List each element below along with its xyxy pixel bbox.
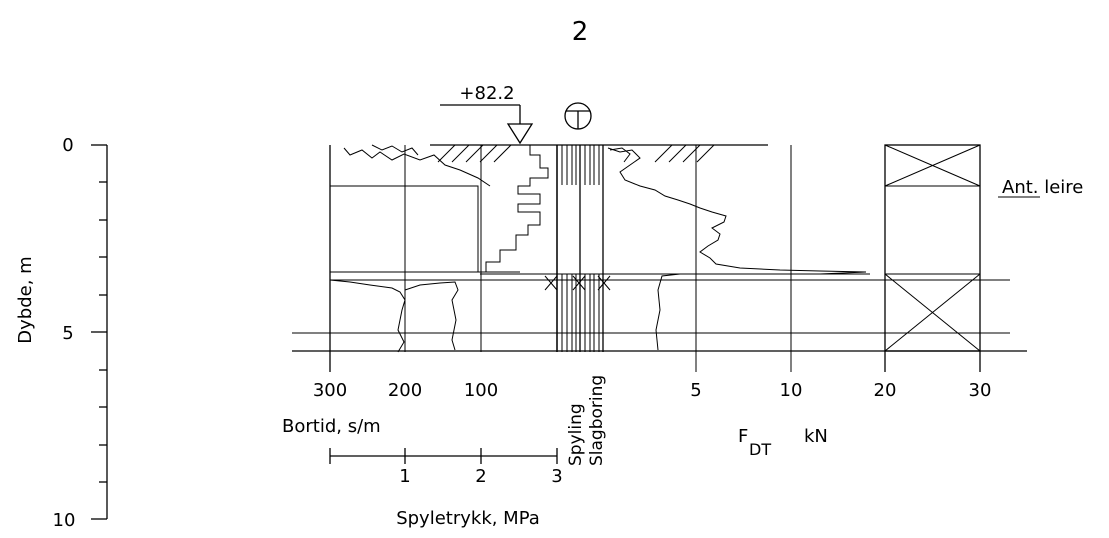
depth-axis: 0 5 10 Dybde, m (15, 135, 108, 531)
flush-tick-2: 2 (475, 466, 486, 487)
bore-time-label: Bortid, s/m (282, 416, 381, 437)
force-curve (607, 147, 867, 351)
depth-tick-0: 0 (62, 135, 73, 156)
force-axis: 5 10 20 30 F DT kN (690, 380, 991, 459)
force-tick-30: 30 (969, 380, 992, 401)
t-in-circle-icon (564, 102, 592, 130)
ground-level-text: +82.2 (459, 83, 514, 104)
bore-time-axis: 300 200 100 Bortid, s/m (282, 380, 498, 437)
depth-tick-5: 5 (62, 323, 73, 344)
force-tick-20: 20 (874, 380, 897, 401)
force-tick-10: 10 (780, 380, 803, 401)
depth-tick-10: 10 (53, 510, 76, 531)
bore-time-tick-100: 100 (464, 380, 498, 401)
flush-pressure-label: Spyletrykk, MPa (396, 508, 540, 529)
flush-pressure-curve (485, 144, 549, 272)
sounding-number: 2 (572, 17, 589, 47)
bore-time-curve (329, 144, 520, 353)
flush-pressure-axis: 1 2 3 Spyletrykk, MPa (329, 448, 563, 529)
method-columns (544, 145, 611, 352)
flush-tick-3: 3 (551, 466, 562, 487)
force-label-unit: kN (804, 426, 828, 447)
force-label-sub: DT (749, 440, 771, 459)
force-label-main: F (738, 426, 748, 447)
ground-level-marker: +82.2 (440, 83, 534, 145)
flush-tick-1: 1 (399, 466, 410, 487)
layer-box (884, 144, 981, 372)
depth-axis-label: Dybde, m (15, 256, 36, 343)
column-label-flushing: Spyling (566, 403, 586, 466)
force-tick-5: 5 (690, 380, 701, 401)
layer-label: Ant. leire (1002, 177, 1083, 198)
bore-time-tick-300: 300 (313, 380, 347, 401)
column-label-hammering: Slagboring (587, 375, 607, 466)
bore-time-tick-200: 200 (388, 380, 422, 401)
